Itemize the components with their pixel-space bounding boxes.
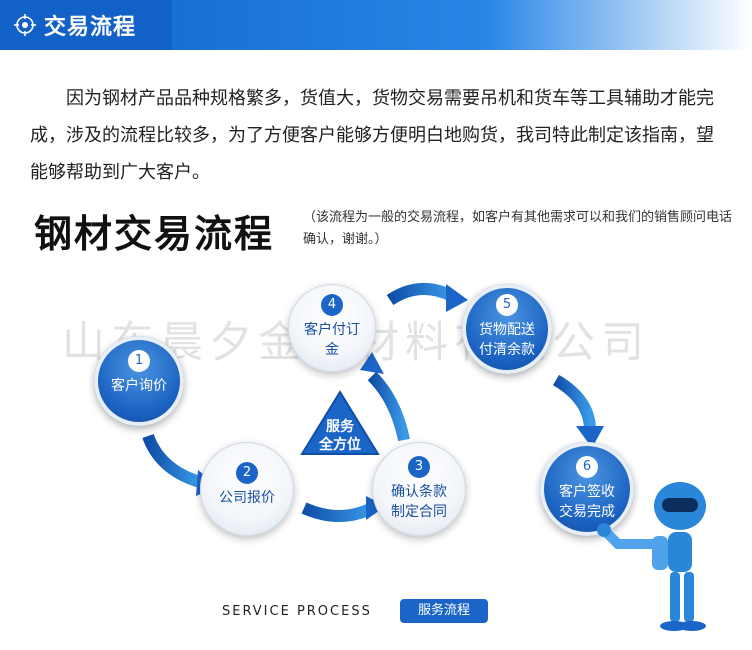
arrow-5-6 [552, 374, 596, 431]
page-title: 交易流程 [44, 15, 137, 40]
step-3-number: 3 [408, 456, 430, 478]
flow-note: （该流程为一般的交易流程，如客户有其他需求可以和我们的销售顾问电话确认，谢谢。） [303, 210, 733, 247]
robot-mascot-icon [597, 482, 706, 631]
intro-paragraph: 因为钢材产品品种规格繁多，货值大，货物交易需要吊机和货车等工具辅助才能完成，涉及… [30, 88, 714, 183]
step-1-label: 客户询价 [111, 378, 167, 394]
arrowhead-4-5 [446, 284, 468, 312]
step-3-node: 3 确认条款 制定合同 [372, 442, 466, 536]
step-1-node: 1 客户询价 [94, 336, 184, 426]
step-4-number: 4 [321, 294, 343, 316]
step-2-node: 2 公司报价 [200, 442, 294, 536]
arrow-1-2 [142, 433, 202, 488]
step-2-label: 公司报价 [219, 490, 275, 506]
arrowhead-3-4 [360, 352, 384, 374]
arrowhead-5-6 [576, 426, 604, 448]
service-center-label: 服务 全方位 [319, 419, 361, 453]
step-4-label: 客户付订 金 [304, 322, 360, 358]
service-triangle [300, 390, 380, 455]
step-1-number: 1 [128, 350, 150, 372]
step-3-label: 确认条款 制定合同 [391, 484, 447, 520]
arrow-4-5 [386, 282, 455, 306]
arrow-2-3 [301, 502, 375, 522]
step-4-node: 4 客户付订 金 [288, 284, 376, 372]
step-2-number: 2 [236, 462, 258, 484]
step-6-number: 6 [576, 456, 598, 478]
step-6-label: 客户签收 交易完成 [559, 484, 615, 520]
compass-target-icon [14, 14, 36, 36]
footer-service-process: SERVICE PROCESS [222, 604, 372, 619]
flow-title: 钢材交易流程 [34, 212, 275, 256]
step-6-node: 6 客户签收 交易完成 [540, 442, 634, 536]
step-5-number: 5 [496, 294, 518, 316]
step-5-node: 5 货物配送 付清余款 [462, 284, 552, 374]
step-5-label: 货物配送 付清余款 [479, 322, 535, 358]
arrow-3-4 [367, 371, 410, 442]
service-flow-button[interactable]: 服务流程 [400, 599, 488, 623]
header-tab: 交易流程 [0, 0, 172, 50]
